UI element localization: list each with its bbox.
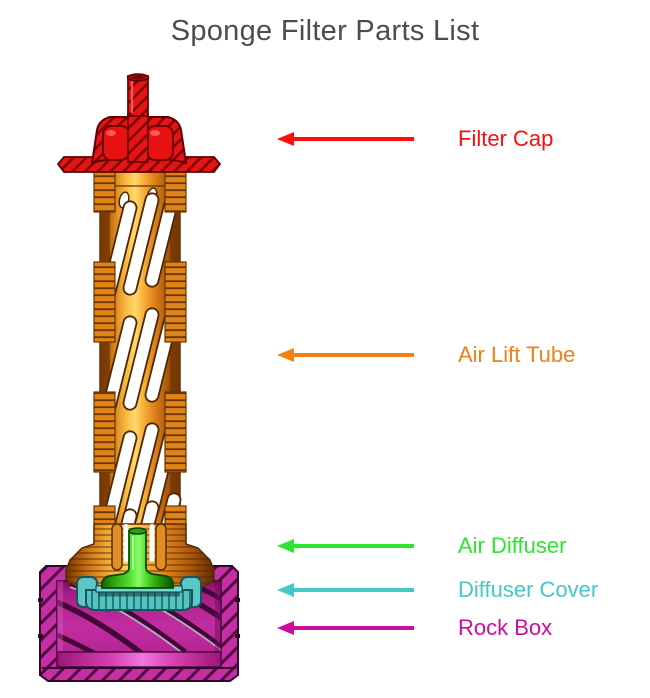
page-title: Sponge Filter Parts List bbox=[170, 15, 480, 47]
arrow-shaft bbox=[291, 353, 414, 357]
diffuser-cover-graphic bbox=[76, 576, 202, 611]
air-lift-tube-label: Air Lift Tube bbox=[458, 342, 576, 367]
arrow-head-icon bbox=[277, 621, 294, 635]
arrow-shaft bbox=[291, 626, 414, 630]
air-diffuser-graphic bbox=[101, 527, 174, 589]
arrow-head-icon bbox=[277, 539, 294, 553]
arrow-shaft bbox=[291, 544, 414, 548]
arrow-head-icon bbox=[277, 348, 294, 362]
air-lift-tube-graphic bbox=[65, 159, 215, 612]
rock-box-label: Rock Box bbox=[458, 615, 553, 640]
filter-cap-graphic bbox=[56, 73, 222, 173]
filter-cap-label: Filter Cap bbox=[458, 126, 554, 151]
air-diffuser-label: Air Diffuser bbox=[458, 533, 567, 558]
arrow-shaft bbox=[291, 588, 414, 592]
arrow-head-icon bbox=[277, 583, 294, 597]
arrow-shaft bbox=[291, 137, 414, 141]
arrow-head-icon bbox=[277, 132, 294, 146]
diffuser-cover-label: Diffuser Cover bbox=[458, 577, 599, 602]
